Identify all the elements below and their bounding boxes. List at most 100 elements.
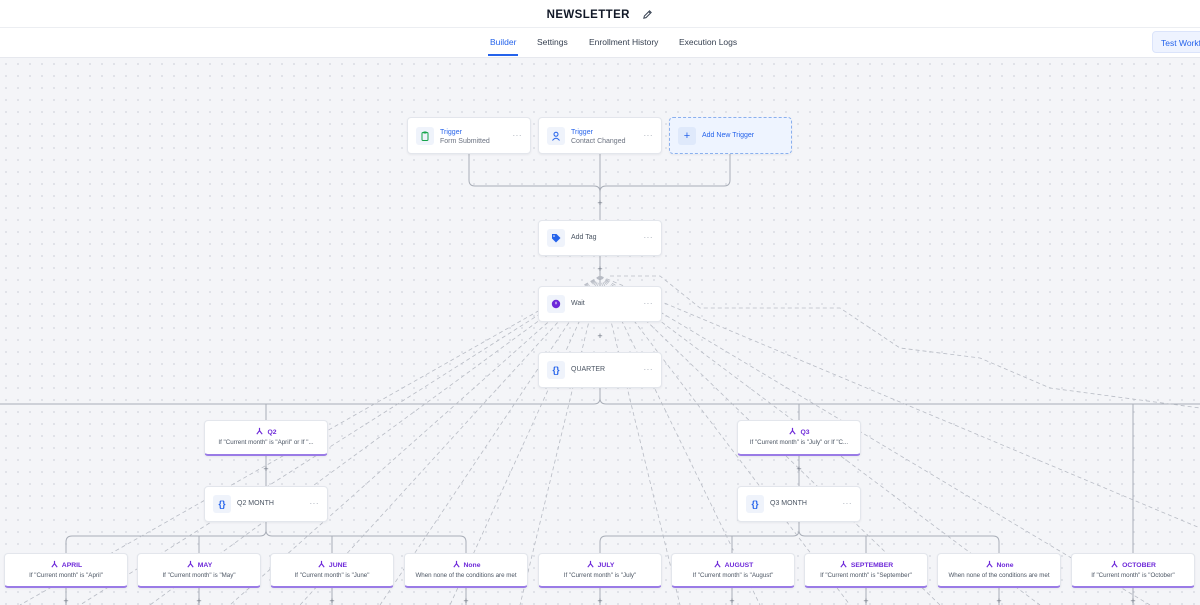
branch-condition: If "Current month" is "July" (563, 572, 637, 579)
add-step-plus[interactable]: + (597, 264, 603, 274)
braces-icon: {} (746, 495, 764, 513)
add-new-trigger-button[interactable]: + Add New Trigger (669, 117, 792, 154)
branch-name: None (463, 562, 481, 569)
add-step-plus[interactable]: + (463, 596, 469, 605)
branch-condition: If "Current month" is "April" or If "... (218, 439, 314, 446)
action-label: QUARTER (571, 366, 606, 373)
branch-node-june[interactable]: JUNE If "Current month" is "June" (270, 553, 394, 588)
trigger-subtitle: Contact Changed (571, 138, 626, 145)
more-options-icon[interactable]: ··· (643, 233, 653, 242)
action-node-add-tag[interactable]: Add Tag ··· (538, 220, 662, 256)
add-step-plus[interactable]: + (263, 464, 269, 474)
action-node-quarter[interactable]: {} QUARTER ··· (538, 352, 662, 388)
trigger-title: Trigger (571, 129, 593, 136)
action-label: Add Tag (571, 234, 597, 241)
more-options-icon[interactable]: ··· (842, 499, 852, 508)
branch-condition: When none of the conditions are met (948, 572, 1050, 579)
branch-icon (586, 560, 594, 568)
branch-node-august[interactable]: AUGUST If "Current month" is "August" (671, 553, 795, 588)
action-node-wait[interactable]: Wait ··· (538, 286, 662, 322)
branch-icon (187, 560, 194, 568)
branch-condition: If "Current month" is "July" or If "C... (749, 439, 849, 446)
branch-icon (985, 560, 993, 568)
braces-icon: {} (547, 361, 565, 379)
workflow-canvas[interactable]: Trigger Form Submitted ··· Trigger Conta… (0, 58, 1200, 605)
trigger-subtitle: Form Submitted (440, 138, 490, 145)
add-step-plus[interactable]: + (863, 596, 869, 605)
title-area: NEWSLETTER (0, 6, 1200, 24)
branch-icon (256, 427, 264, 435)
branch-node-september[interactable]: SEPTEMBER If "Current month" is "Septemb… (804, 553, 928, 588)
branch-node-none[interactable]: None When none of the conditions are met (937, 553, 1061, 588)
branch-condition: If "Current month" is "May" (162, 572, 236, 579)
action-label: Q3 MONTH (770, 500, 807, 507)
tag-icon (547, 229, 565, 247)
tab-enrollment-history[interactable]: Enrollment History (589, 37, 659, 47)
add-step-plus[interactable]: + (597, 596, 603, 605)
action-label: Q2 MONTH (237, 500, 274, 507)
add-step-plus[interactable]: + (597, 198, 603, 208)
add-step-plus[interactable]: + (63, 596, 69, 605)
add-step-plus[interactable]: + (329, 596, 335, 605)
connector-lines (0, 154, 1200, 605)
branch-node-none[interactable]: None When none of the conditions are met (404, 553, 528, 588)
branch-condition: If "Current month" is "April" (29, 572, 103, 579)
branch-icon (452, 560, 460, 568)
branch-node-q3[interactable]: Q3 If "Current month" is "July" or If "C… (737, 420, 861, 456)
add-step-plus[interactable]: + (1130, 596, 1136, 605)
branch-condition: If "Current month" is "September" (820, 572, 912, 579)
trigger-node-form-submitted[interactable]: Trigger Form Submitted ··· (407, 117, 531, 154)
tab-execution-logs[interactable]: Execution Logs (679, 37, 738, 47)
contact-icon (547, 126, 565, 145)
branch-node-october[interactable]: OCTOBER If "Current month" is "October" (1071, 553, 1195, 588)
tab-settings[interactable]: Settings (537, 37, 568, 47)
branch-name: MAY (197, 562, 213, 569)
tab-bar: Builder Settings Enrollment History Exec… (0, 28, 1200, 58)
action-label: Wait (571, 300, 585, 307)
add-step-plus[interactable]: + (597, 331, 603, 341)
branch-node-may[interactable]: MAY If "Current month" is "May" (137, 553, 261, 588)
branch-name: None (996, 562, 1014, 569)
branch-icon (840, 560, 847, 568)
add-trigger-label: Add New Trigger (702, 131, 755, 139)
top-bar: NEWSLETTER (0, 0, 1200, 28)
branch-icon (51, 560, 58, 568)
more-options-icon[interactable]: ··· (309, 499, 319, 508)
branch-name: APRIL (61, 562, 83, 569)
action-node-q3-month[interactable]: {} Q3 MONTH ··· (737, 486, 861, 522)
branch-name: Q3 (800, 429, 810, 436)
branch-icon (318, 560, 325, 568)
action-node-q2-month[interactable]: {} Q2 MONTH ··· (204, 486, 328, 522)
more-options-icon[interactable]: ··· (643, 130, 653, 140)
braces-icon: {} (213, 495, 231, 513)
add-step-plus[interactable]: + (729, 596, 735, 605)
branch-icon (713, 560, 721, 568)
branch-node-july[interactable]: JULY If "Current month" is "July" (538, 553, 662, 588)
trigger-node-contact-changed[interactable]: Trigger Contact Changed ··· (538, 117, 662, 154)
add-step-plus[interactable]: + (196, 596, 202, 605)
branch-name: Q2 (267, 429, 277, 436)
clipboard-icon (416, 126, 434, 145)
branch-name: OCTOBER (1122, 562, 1156, 569)
plus-icon: + (678, 126, 696, 145)
branch-icon (789, 427, 797, 435)
test-workflow-button[interactable]: Test Workf (1152, 31, 1200, 53)
branch-node-q2[interactable]: Q2 If "Current month" is "April" or If "… (204, 420, 328, 456)
branch-name: JULY (597, 562, 615, 569)
pencil-icon[interactable] (642, 9, 653, 20)
branch-condition: If "Current month" is "August" (692, 572, 774, 579)
tab-builder[interactable]: Builder (487, 37, 519, 56)
trigger-title: Trigger (440, 129, 462, 136)
more-options-icon[interactable]: ··· (643, 299, 653, 308)
more-options-icon[interactable]: ··· (643, 365, 653, 374)
branch-condition: If "Current month" is "June" (294, 572, 370, 579)
more-options-icon[interactable]: ··· (512, 130, 522, 140)
branch-condition: If "Current month" is "October" (1091, 572, 1175, 579)
branch-name: AUGUST (724, 562, 754, 569)
branch-name: SEPTEMBER (850, 562, 894, 569)
add-step-plus[interactable]: + (796, 464, 802, 474)
branch-icon (1111, 560, 1118, 568)
branch-node-april[interactable]: APRIL If "Current month" is "April" (4, 553, 128, 588)
add-step-plus[interactable]: + (996, 596, 1002, 605)
branch-condition: When none of the conditions are met (415, 572, 517, 579)
